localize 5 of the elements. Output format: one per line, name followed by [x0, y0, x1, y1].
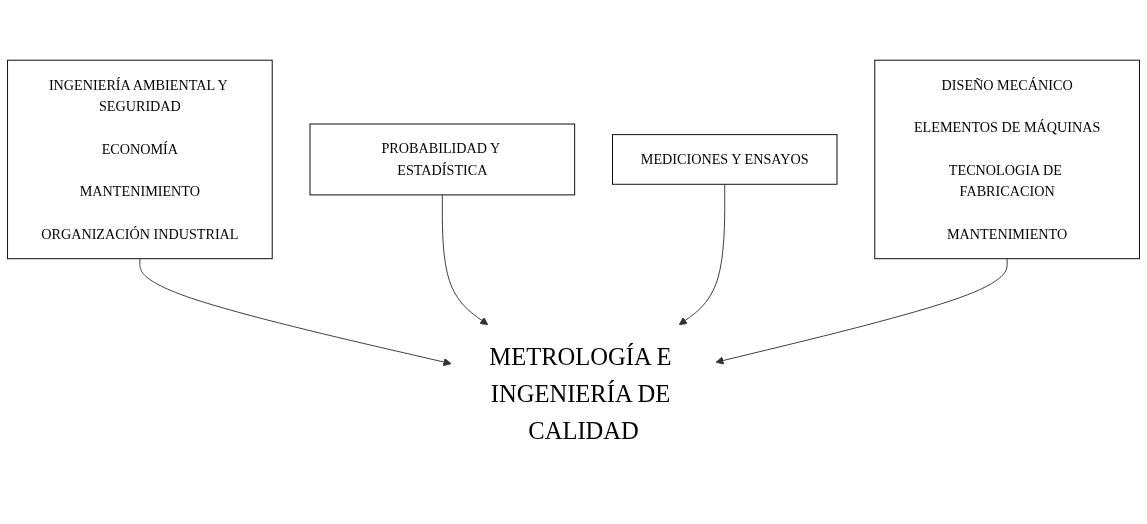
- node-box: [7, 59, 273, 260]
- node-box: [612, 134, 838, 185]
- node-text: METROLOGÍA E INGENIERÍA DE CALIDAD: [489, 343, 672, 445]
- node-box: [874, 59, 1140, 260]
- node-box: [309, 123, 576, 196]
